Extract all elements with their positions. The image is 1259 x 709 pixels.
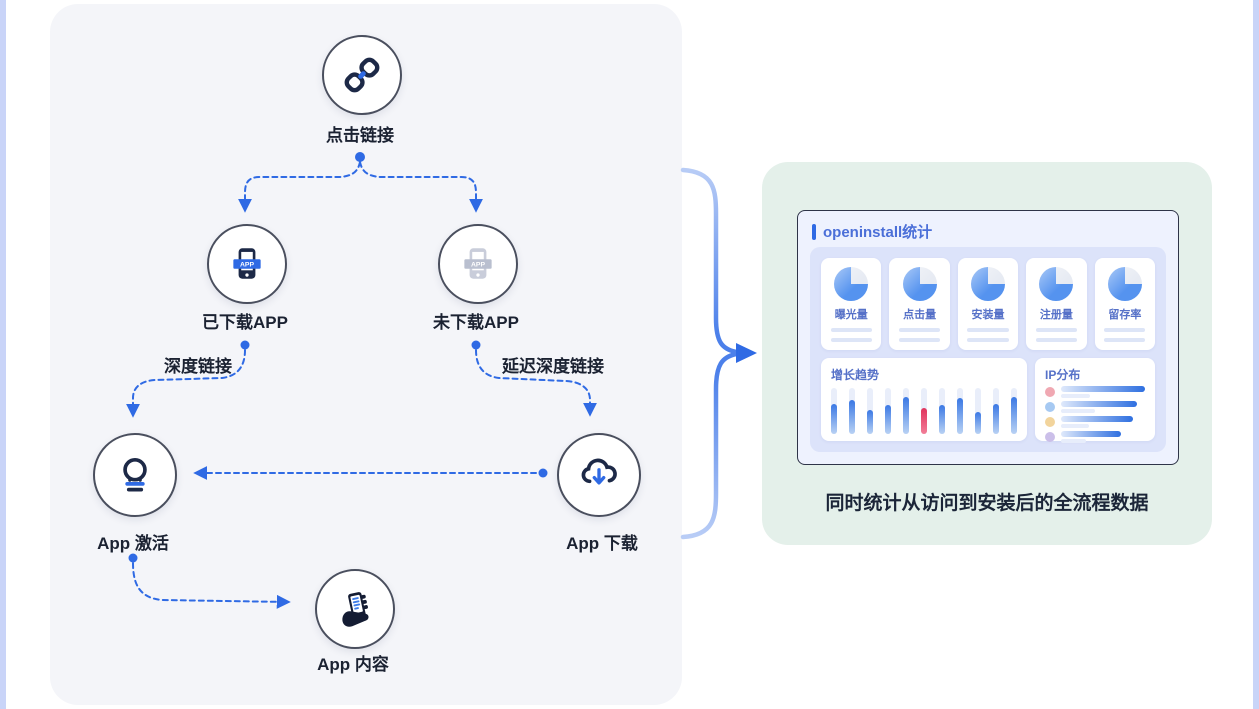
skeleton-line	[1035, 338, 1077, 342]
label-deep-link: 深度链接	[164, 357, 232, 376]
dashboard-title: openinstall统计	[823, 224, 933, 241]
phone-app-icon: APP	[233, 248, 261, 279]
svg-text:APP: APP	[471, 262, 485, 269]
svg-text:APP: APP	[240, 262, 254, 269]
stat-label: 注册量	[1039, 309, 1073, 321]
label-app-not-downloaded: 未下载APP	[433, 313, 519, 332]
node-app-activate	[93, 433, 177, 517]
skeleton-line	[899, 338, 941, 342]
right-edge-strip	[1253, 0, 1259, 709]
legend-dot	[1045, 387, 1055, 397]
dashboard-header: openinstall统计	[812, 221, 932, 242]
bar	[903, 388, 909, 434]
label-app-download: App 下载	[566, 534, 638, 553]
left-edge-strip	[0, 0, 6, 709]
ip-distribution-card: IP分布	[1035, 358, 1155, 443]
stat-cards-row: 曝光量 点击量 安装量	[821, 258, 1156, 350]
stat-card-retention: 留存率	[1094, 258, 1156, 350]
bar	[885, 388, 891, 434]
skeleton-line	[830, 328, 872, 332]
stat-card-installs: 安装量	[957, 258, 1019, 350]
brace-arrow	[680, 167, 739, 540]
legend-dot	[1045, 402, 1055, 412]
stat-label: 点击量	[903, 309, 937, 321]
chart-cards-row: 增长趋势	[821, 358, 1155, 443]
bar-highlighted	[921, 388, 927, 434]
link-icon	[344, 57, 380, 93]
stat-label: 安装量	[971, 309, 1005, 321]
legend-dot	[1045, 432, 1055, 442]
label-app-activate: App 激活	[97, 534, 169, 553]
label-click-link: 点击链接	[326, 126, 394, 145]
node-app-download	[557, 433, 641, 517]
cloud-download-icon	[581, 458, 617, 485]
bar	[1011, 388, 1017, 434]
bar	[831, 388, 837, 434]
node-click-link	[322, 35, 402, 115]
pie-chart-icon	[1039, 267, 1074, 301]
growth-bar-chart	[831, 388, 1017, 434]
bulb-icon	[123, 458, 147, 492]
phone-app-disabled-icon: APP	[464, 248, 492, 279]
ip-row	[1045, 416, 1145, 428]
ip-row	[1045, 386, 1145, 398]
legend-dot	[1045, 417, 1055, 427]
stat-card-clicks: 点击量	[889, 258, 950, 350]
growth-trend-card: 增长趋势	[821, 358, 1027, 441]
dashboard-card: openinstall统计 曝光量 点击量	[797, 210, 1179, 465]
hand-phone-icon	[342, 592, 369, 627]
stat-label: 曝光量	[834, 309, 868, 321]
stat-card-registrations: 注册量	[1026, 258, 1087, 350]
label-app-downloaded: 已下载APP	[202, 313, 288, 332]
bar	[993, 388, 999, 434]
skeleton-line	[1104, 328, 1146, 332]
dashboard-body: 曝光量 点击量 安装量	[810, 247, 1166, 452]
skeleton-line	[1035, 328, 1077, 332]
skeleton-line	[899, 328, 941, 332]
ip-distribution-title: IP分布	[1045, 368, 1081, 382]
bar	[849, 388, 855, 434]
bar	[975, 388, 981, 434]
stats-panel: openinstall统计 曝光量 点击量	[762, 162, 1212, 545]
pie-chart-icon	[834, 267, 869, 301]
node-app-not-downloaded: APP	[438, 224, 518, 304]
node-app-content	[315, 569, 395, 649]
node-app-downloaded: APP	[207, 224, 287, 304]
skeleton-line	[967, 338, 1009, 342]
stat-label: 留存率	[1108, 309, 1142, 321]
growth-trend-title: 增长趋势	[831, 368, 880, 382]
skeleton-line	[967, 328, 1009, 332]
ip-row	[1045, 431, 1145, 443]
label-deferred-deep-link: 延迟深度链接	[502, 357, 604, 376]
accent-bar	[812, 223, 816, 240]
pie-chart-icon	[902, 267, 937, 301]
skeleton-line	[1104, 338, 1146, 342]
brace-arrowhead	[736, 343, 757, 363]
panel-caption: 同时统计从访问到安装后的全流程数据	[825, 493, 1149, 514]
label-app-content: App 内容	[317, 655, 389, 674]
stat-card-impressions: 曝光量	[821, 258, 882, 350]
ip-row	[1045, 401, 1145, 413]
pie-chart-icon	[971, 267, 1006, 301]
skeleton-line	[830, 338, 872, 342]
bar	[867, 388, 873, 434]
bar	[939, 388, 945, 434]
bar	[957, 388, 963, 434]
pie-chart-icon	[1107, 267, 1142, 301]
